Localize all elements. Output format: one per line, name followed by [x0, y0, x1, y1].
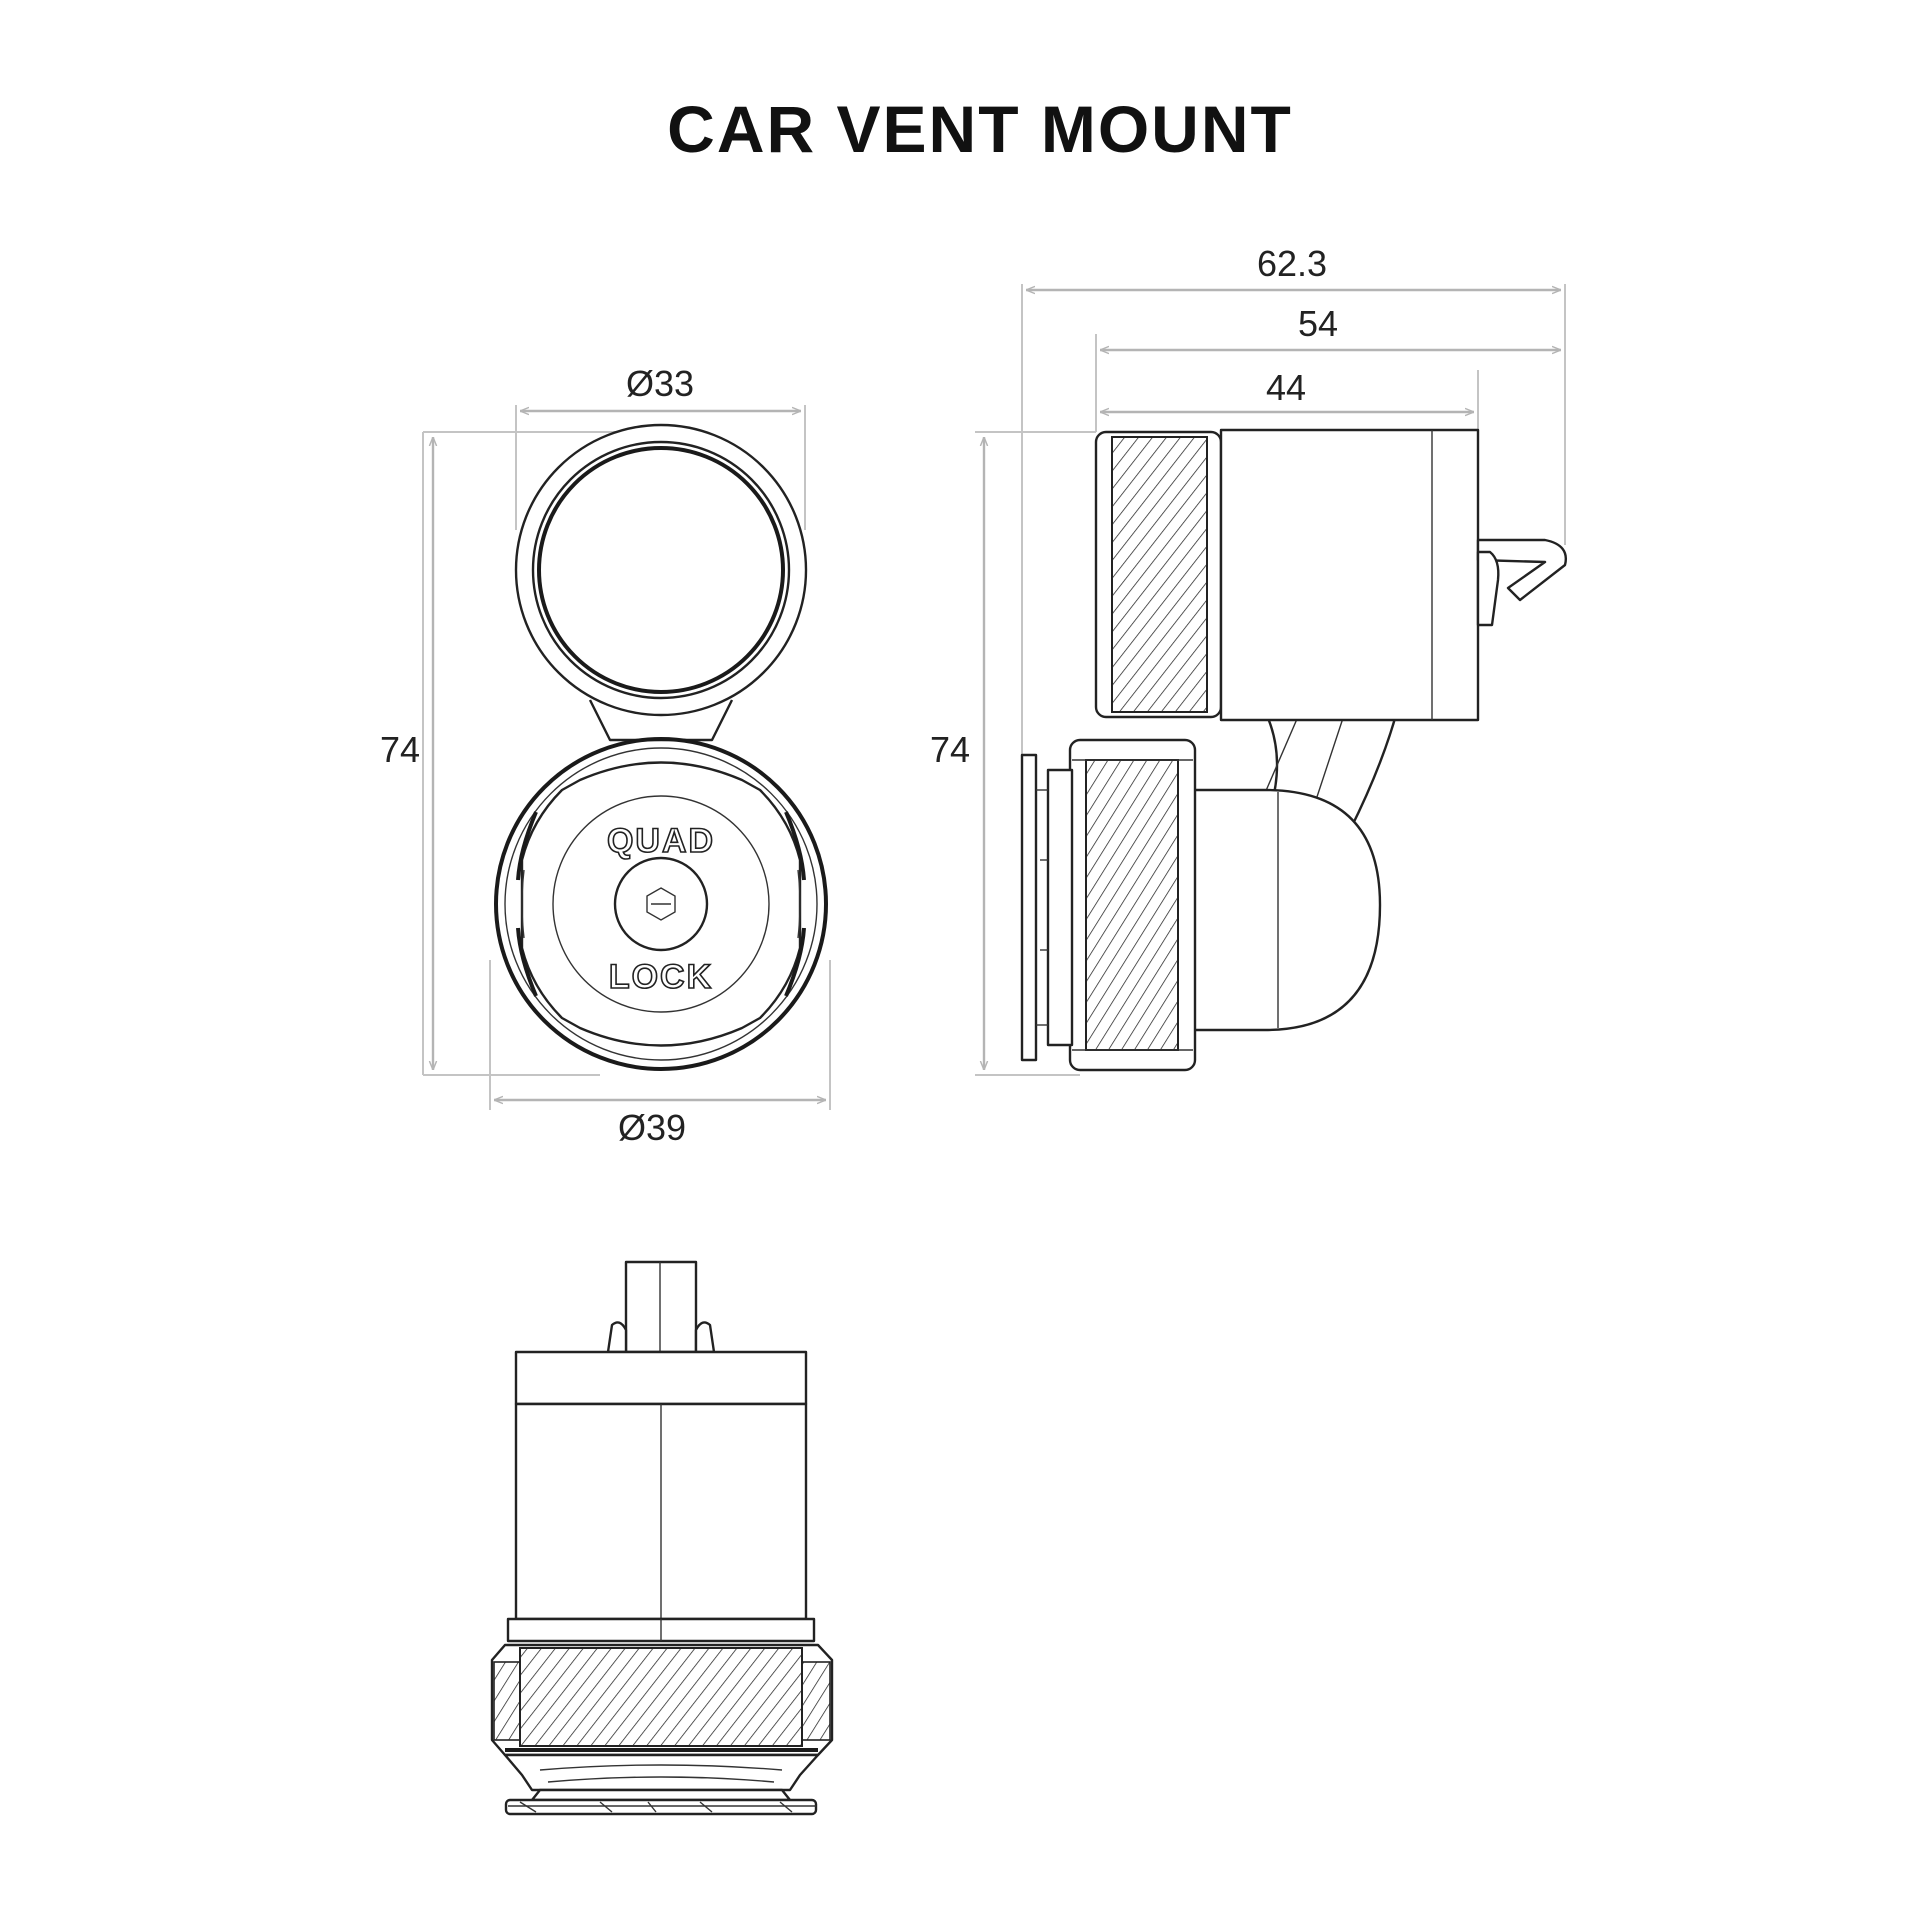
vent-clip-housing	[1094, 428, 1567, 832]
dim-label-front-height: 74	[380, 729, 420, 770]
quad-lock-head: QUAD LOCK	[494, 737, 828, 1071]
dim-label-body-depth: 54	[1298, 303, 1338, 344]
side-view: 62.3 54 44 74	[930, 243, 1567, 1076]
vent-clip-ring	[514, 423, 808, 742]
logo-quad: QUAD	[607, 822, 715, 860]
front-view: Ø33 74 Ø39	[380, 363, 831, 1148]
logo-lock: LOCK	[609, 958, 713, 996]
side-lock-head	[1020, 738, 1382, 1072]
dim-label-top-diameter: Ø33	[626, 363, 694, 404]
dim-label-bottom-diameter: Ø39	[618, 1107, 686, 1148]
bottom-view	[490, 1260, 834, 1816]
page-title: CAR VENT MOUNT	[667, 92, 1293, 166]
dim-label-side-height: 74	[930, 729, 970, 770]
dim-label-overall-depth: 62.3	[1257, 243, 1327, 284]
dim-label-head-depth: 44	[1266, 367, 1306, 408]
